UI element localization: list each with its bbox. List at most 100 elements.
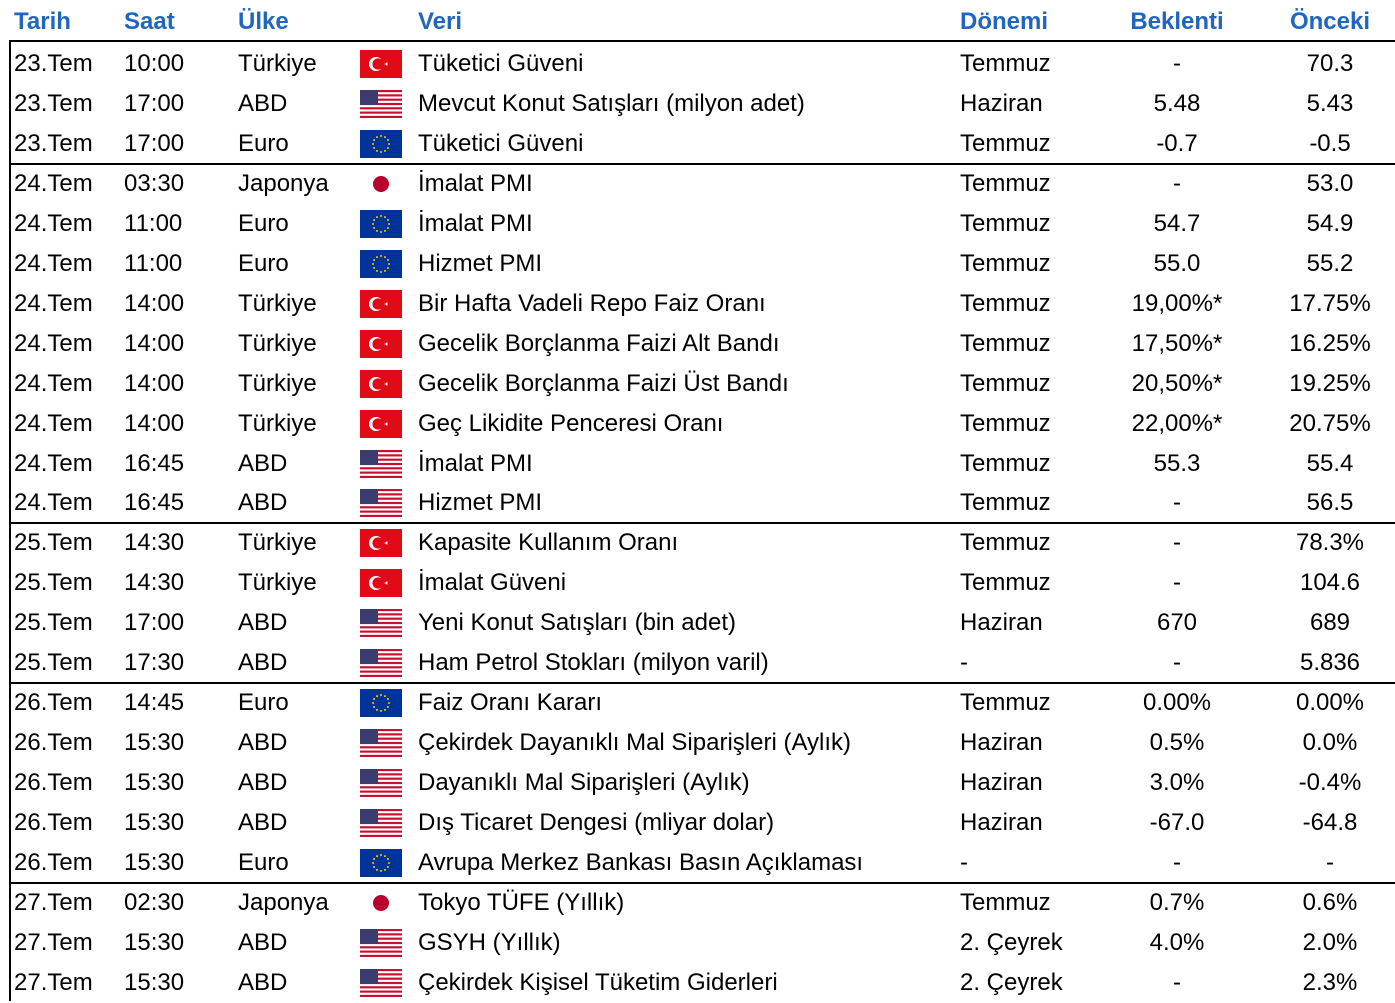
row-date: 24.Tem — [14, 169, 93, 197]
row-expected: 22,00%* — [1131, 409, 1223, 437]
row-country: Euro — [238, 849, 289, 876]
row-time: 15:30 — [124, 769, 185, 797]
row-indicator: Gecelik Borçlanma Faizi Üst Bandı — [418, 369, 789, 397]
usa-flag-icon — [359, 923, 403, 963]
row-expected: 0.5% — [1149, 729, 1205, 757]
row-previous: 689 — [1309, 609, 1351, 637]
row-previous: -0.4% — [1298, 769, 1362, 797]
row-date: 24.Tem — [14, 209, 93, 237]
row-date: 26.Tem — [14, 849, 93, 876]
turkey-flag-icon — [359, 364, 403, 404]
row-country: Euro — [238, 689, 289, 717]
row-country: ABD — [238, 609, 288, 637]
row-time: 15:30 — [124, 809, 185, 837]
row-date: 24.Tem — [14, 489, 93, 517]
row-country: ABD — [238, 89, 288, 117]
row-country: ABD — [238, 809, 288, 837]
row-time: 14:30 — [124, 529, 185, 557]
row-indicator: Tüketici Güveni — [418, 50, 584, 77]
row-expected: 3.0% — [1149, 769, 1205, 797]
row-time: 14:00 — [124, 369, 185, 397]
row-period: Temmuz — [960, 289, 1051, 317]
row-period: Haziran — [960, 809, 1043, 837]
row-period: Temmuz — [960, 249, 1051, 277]
row-date: 25.Tem — [14, 649, 93, 677]
row-date: 27.Tem — [14, 888, 93, 916]
row-period: Temmuz — [960, 169, 1051, 197]
row-previous: 19.25% — [1289, 369, 1371, 397]
row-date: 24.Tem — [14, 329, 93, 357]
row-country: ABD — [238, 968, 288, 996]
row-country: Türkiye — [238, 289, 317, 317]
row-period: 2. Çeyrek — [960, 968, 1063, 996]
row-period: Temmuz — [960, 329, 1051, 357]
row-indicator: Tüketici Güveni — [418, 129, 584, 157]
row-expected: 54.7 — [1153, 209, 1201, 237]
row-expected: - — [1173, 50, 1181, 77]
row-indicator: Hizmet PMI — [418, 489, 543, 517]
row-time: 14:00 — [124, 409, 185, 437]
row-period: Temmuz — [960, 50, 1051, 77]
table-header: Tarih Saat Ülke Veri Dönemi Beklenti Önc… — [0, 0, 1395, 40]
row-date: 25.Tem — [14, 609, 93, 637]
row-time: 17:00 — [124, 609, 185, 637]
turkey-flag-icon — [359, 44, 403, 84]
row-country: Euro — [238, 249, 289, 277]
row-expected: - — [1173, 649, 1181, 677]
usa-flag-icon — [359, 444, 403, 484]
turkey-flag-icon — [359, 324, 403, 364]
row-time: 11:00 — [124, 249, 183, 277]
row-indicator: Dış Ticaret Dengesi (mliyar dolar) — [418, 809, 775, 837]
row-time: 15:30 — [124, 928, 185, 956]
eu-flag-icon — [359, 124, 403, 164]
row-expected: 0.7% — [1149, 888, 1205, 916]
row-previous: 55.4 — [1306, 449, 1354, 477]
row-period: Temmuz — [960, 409, 1051, 437]
row-date: 23.Tem — [14, 89, 93, 117]
usa-flag-icon — [359, 483, 403, 523]
row-previous: 78.3% — [1295, 529, 1365, 557]
row-date: 24.Tem — [14, 409, 93, 437]
table-row: 25.Tem 17:00 ABD Yeni Konut Satışları (bin … — [0, 603, 1395, 643]
row-date: 27.Tem — [14, 928, 93, 956]
row-time: 14:45 — [124, 689, 185, 717]
row-period: Temmuz — [960, 529, 1051, 557]
header-divider — [9, 40, 1395, 42]
row-expected: - — [1173, 489, 1181, 517]
header-expected: Beklenti — [1130, 8, 1224, 35]
header-previous: Önceki — [1289, 8, 1371, 35]
row-expected: -67.0 — [1149, 809, 1205, 837]
row-country: Türkiye — [238, 569, 317, 597]
row-indicator: Yeni Konut Satışları (bin adet) — [418, 609, 736, 637]
row-time: 02:30 — [124, 888, 185, 916]
row-period: Temmuz — [960, 569, 1051, 597]
row-indicator: Avrupa Merkez Bankası Basın Açıklaması — [418, 849, 864, 876]
row-expected: - — [1173, 849, 1181, 876]
row-time: 15:30 — [124, 729, 185, 757]
eu-flag-icon — [359, 204, 403, 244]
header-date: Tarih — [14, 8, 71, 35]
row-expected: - — [1173, 569, 1181, 597]
japan-flag-icon — [359, 164, 403, 204]
row-previous: 2.3% — [1302, 968, 1358, 996]
row-date: 26.Tem — [14, 769, 93, 797]
row-period: Haziran — [960, 729, 1043, 757]
row-previous: 5.836 — [1299, 649, 1361, 677]
row-indicator: Mevcut Konut Satışları (milyon adet) — [418, 89, 805, 117]
row-previous: 20.75% — [1289, 409, 1371, 437]
usa-flag-icon — [359, 84, 403, 124]
